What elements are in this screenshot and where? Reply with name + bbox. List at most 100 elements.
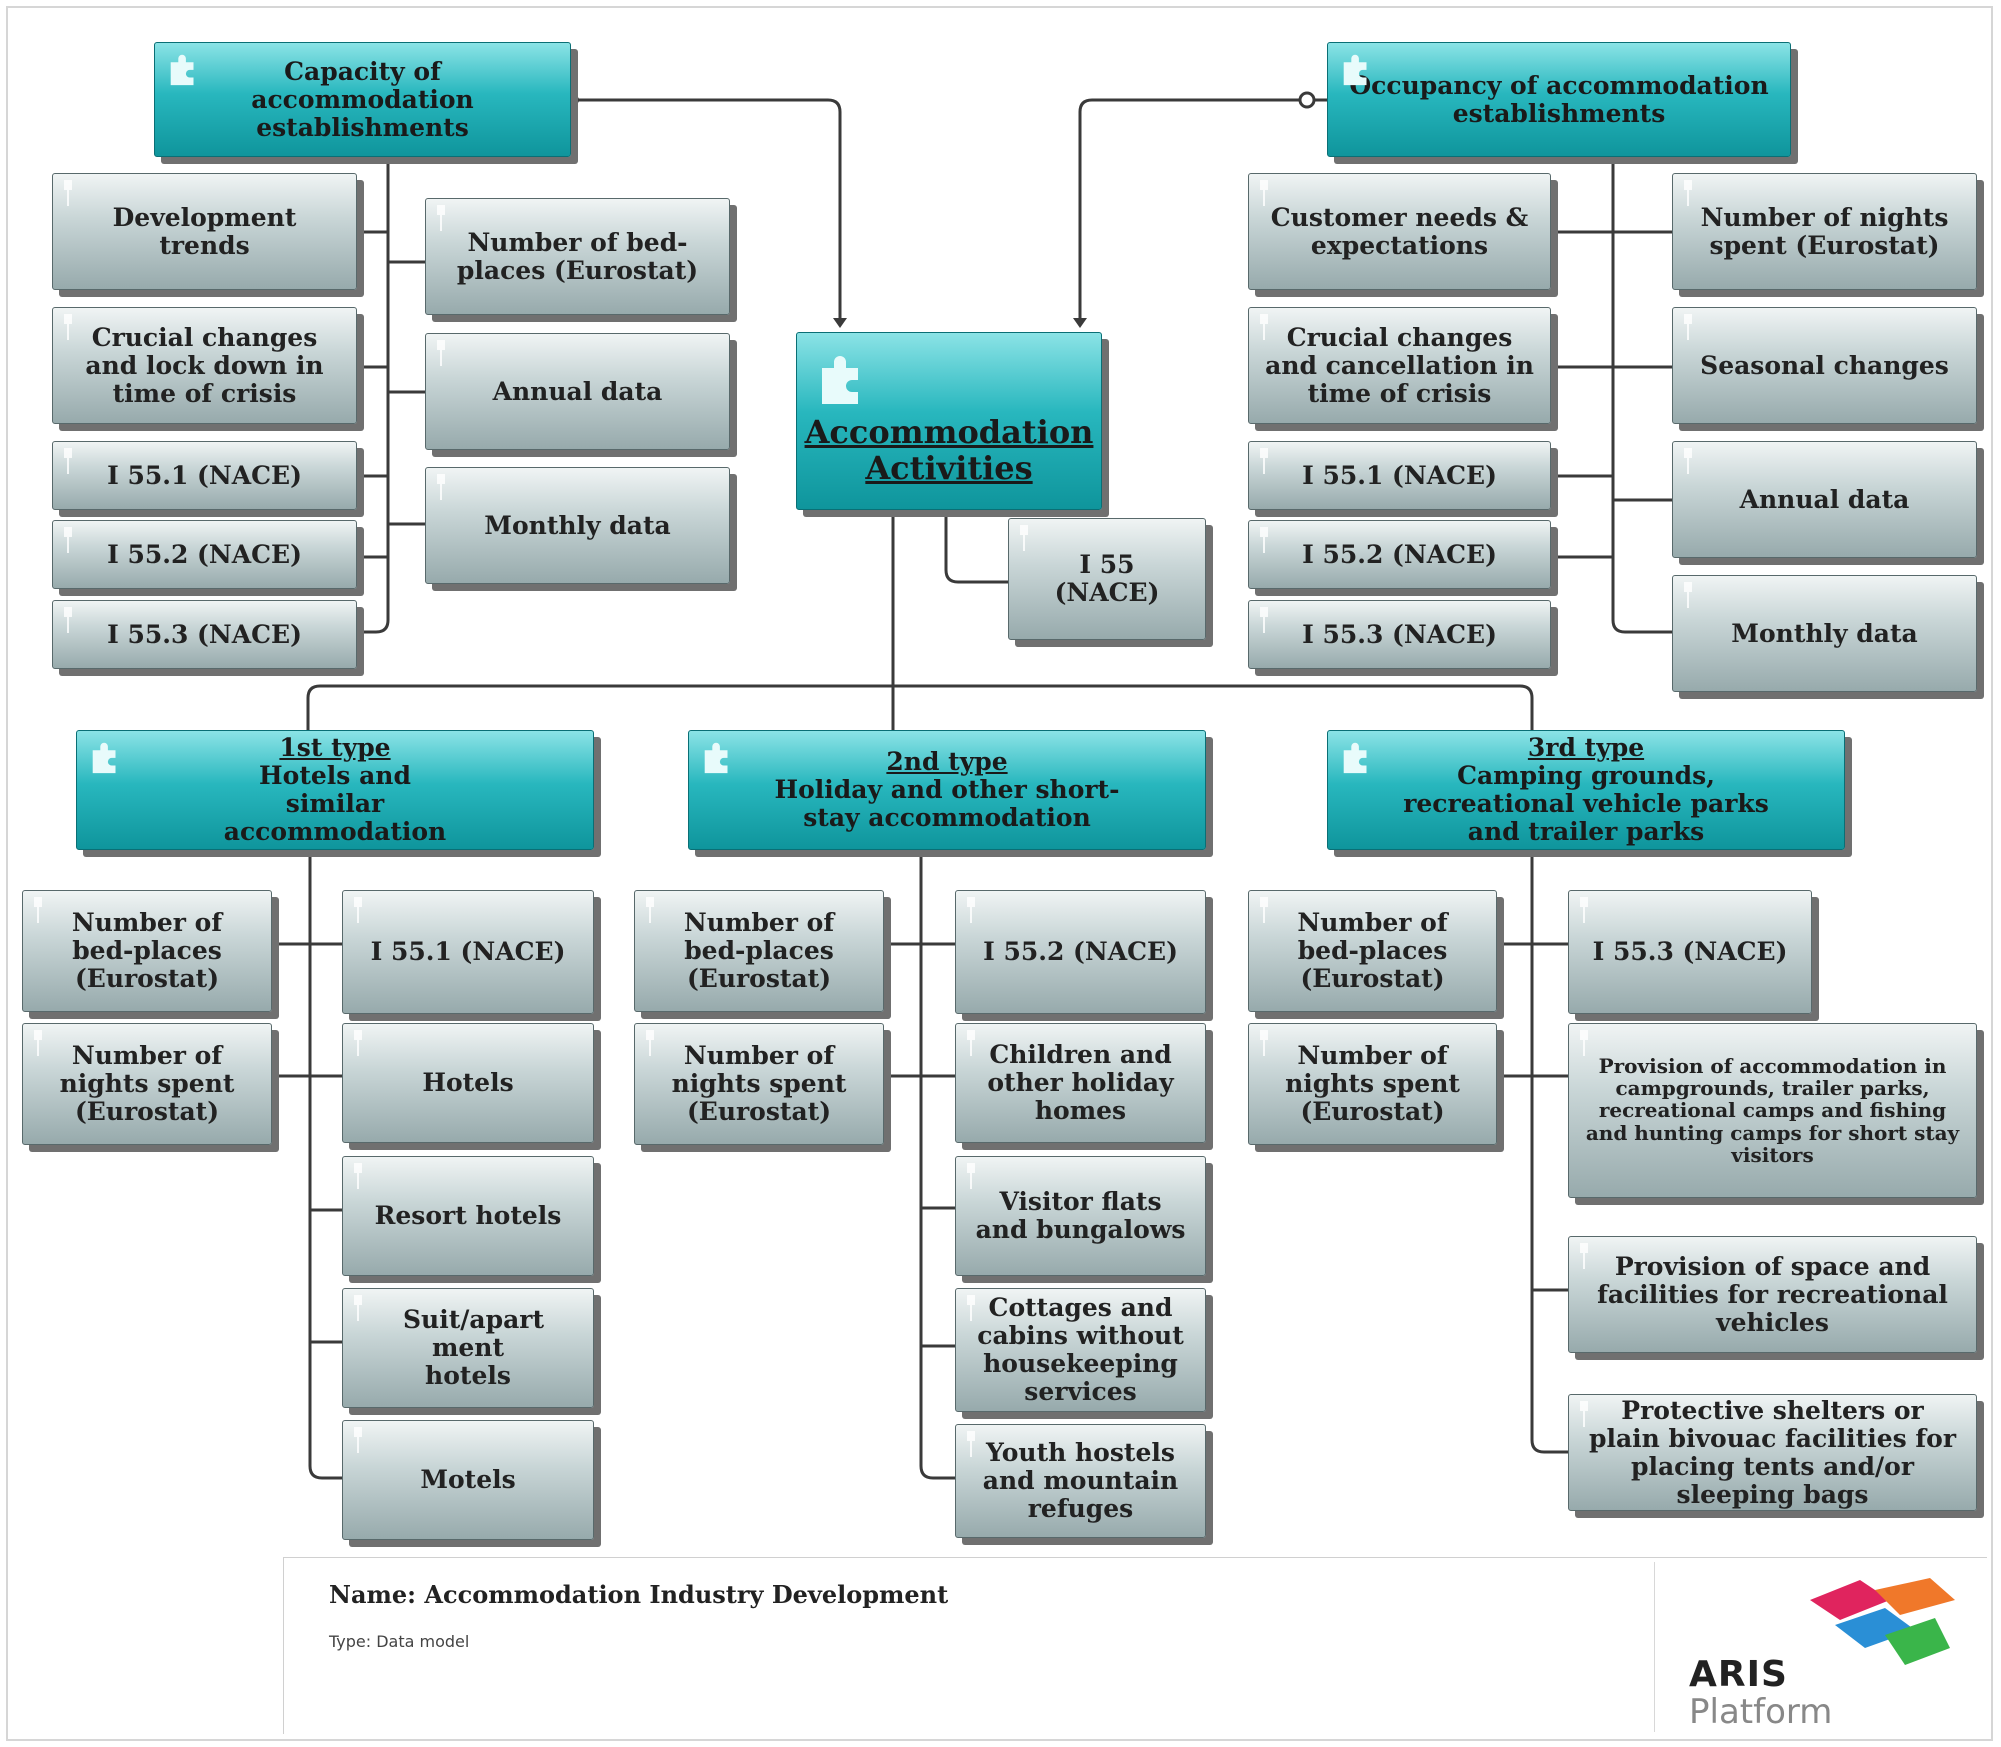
logo-text-platform: Platform — [1689, 1692, 1833, 1732]
attribute-icon — [967, 1431, 975, 1457]
attribute-box[interactable]: I 55.2 (NACE) — [955, 890, 1206, 1014]
attribute-box[interactable]: I 55.2 (NACE) — [1248, 520, 1551, 589]
attribute-icon — [1684, 314, 1692, 340]
attribute-icon — [1260, 180, 1268, 206]
entity-type1-subtitle: Hotels and similar accommodation — [223, 761, 447, 846]
attribute-box[interactable]: I 55.3 (NACE) — [52, 600, 357, 669]
attribute-box[interactable]: Number of bed-places (Eurostat) — [1248, 890, 1497, 1012]
attribute-box[interactable]: I 55.1 (NACE) — [52, 441, 357, 510]
attribute-box[interactable]: Suit/apart ment hotels — [342, 1288, 594, 1408]
attribute-icon — [1580, 1030, 1588, 1056]
connector-capacity-main — [574, 98, 842, 318]
attribute-box[interactable]: Hotels — [342, 1023, 594, 1143]
entity-type2[interactable]: 2nd type Holiday and other short-stay ac… — [688, 730, 1206, 850]
entity-occupancy[interactable]: Occupancy of accommodation establishment… — [1327, 42, 1791, 157]
attribute-icon — [1684, 180, 1692, 206]
connector-occupancy-main — [1078, 98, 1327, 318]
attribute-icon — [354, 897, 362, 923]
attribute-icon — [437, 340, 445, 366]
entity-capacity-label: Capacity of accommodation establishments — [251, 56, 474, 142]
attribute-box[interactable]: Motels — [342, 1420, 594, 1540]
puzzle-icon — [170, 54, 194, 86]
entity-capacity[interactable]: Capacity of accommodation establishments — [154, 42, 571, 157]
attribute-icon — [354, 1427, 362, 1453]
attribute-box[interactable]: Number of bed-places (Eurostat) — [425, 198, 730, 315]
entity-type3-title: 3rd type — [1527, 733, 1645, 762]
entity-main-label: Accommodation Activities — [804, 413, 1094, 488]
attribute-box[interactable]: Provision of accommodation in campground… — [1568, 1023, 1977, 1198]
attribute-box[interactable]: Monthly data — [1672, 575, 1977, 692]
entity-accommodation-activities[interactable]: Accommodation Activities — [796, 332, 1102, 510]
attribute-icon — [967, 1295, 975, 1321]
attribute-box[interactable]: Cottages and cabins without housekeeping… — [955, 1288, 1206, 1412]
attribute-box[interactable]: Customer needs & expectations — [1248, 173, 1551, 290]
aris-logo: ARIS Platform — [1654, 1562, 1985, 1732]
attribute-icon — [1580, 897, 1588, 923]
attribute-box[interactable]: I 55.3 (NACE) — [1248, 600, 1551, 669]
attribute-box[interactable]: Number of bed-places (Eurostat) — [634, 890, 884, 1012]
entity-type3[interactable]: 3rd type Camping grounds, recreational v… — [1327, 730, 1845, 850]
attribute-box[interactable]: I 55.3 (NACE) — [1568, 890, 1812, 1014]
attribute-icon — [1580, 1401, 1588, 1427]
attribute-icon — [64, 448, 72, 474]
attribute-box[interactable]: I 55 (NACE) — [1008, 518, 1206, 640]
attribute-box[interactable]: Children and other holiday homes — [955, 1023, 1206, 1143]
puzzle-icon — [92, 742, 116, 774]
attribute-icon — [967, 897, 975, 923]
attribute-box[interactable]: Number of bed-places (Eurostat) — [22, 890, 272, 1012]
entity-occupancy-label: Occupancy of accommodation establishment… — [1349, 70, 1769, 128]
attribute-box[interactable]: Annual data — [425, 333, 730, 450]
entity-type1[interactable]: 1st type Hotels and similar accommodatio… — [76, 730, 594, 850]
attribute-icon — [34, 897, 42, 923]
model-name: Name: Accommodation Industry Development — [329, 1580, 949, 1609]
aris-logo-icon — [1810, 1578, 1955, 1665]
puzzle-icon — [822, 356, 858, 404]
attribute-icon — [646, 1030, 654, 1056]
model-type: Type: Data model — [329, 1632, 470, 1651]
attribute-box[interactable]: Number of nights spent (Eurostat) — [634, 1023, 884, 1145]
attribute-icon — [64, 180, 72, 206]
attribute-icon — [437, 474, 445, 500]
entity-type2-subtitle: Holiday and other short-stay accommodati… — [774, 775, 1120, 832]
attribute-box[interactable]: Youth hostels and mountain refuges — [955, 1424, 1206, 1538]
model-info-footer: Name: Accommodation Industry Development… — [283, 1557, 1987, 1734]
attribute-icon — [646, 897, 654, 923]
attribute-box[interactable]: I 55.2 (NACE) — [52, 520, 357, 589]
entity-type3-subtitle: Camping grounds, recreational vehicle pa… — [1403, 761, 1769, 846]
attribute-icon — [1260, 607, 1268, 633]
attribute-box[interactable]: I 55.1 (NACE) — [342, 890, 594, 1014]
attribute-icon — [354, 1295, 362, 1321]
attribute-box[interactable]: Crucial changes and lock down in time of… — [52, 307, 357, 424]
diagram-frame — [6, 6, 1993, 1741]
entity-type2-title: 2nd type — [886, 747, 1008, 776]
attribute-icon — [1260, 527, 1268, 553]
attribute-box[interactable]: Visitor flats and bungalows — [955, 1156, 1206, 1276]
attribute-icon — [967, 1030, 975, 1056]
attribute-icon — [64, 314, 72, 340]
attribute-box[interactable]: Resort hotels — [342, 1156, 594, 1276]
attribute-box[interactable]: Number of nights spent (Eurostat) — [22, 1023, 272, 1145]
attribute-box[interactable]: Seasonal changes — [1672, 307, 1977, 424]
attribute-box[interactable]: Number of nights spent (Eurostat) — [1248, 1023, 1497, 1145]
occupancy-spine — [1611, 160, 1680, 634]
attribute-icon — [354, 1030, 362, 1056]
attribute-box[interactable]: Annual data — [1672, 441, 1977, 558]
attribute-box[interactable]: Number of nights spent (Eurostat) — [1672, 173, 1977, 290]
attribute-box[interactable]: Protective shelters or plain bivouac fac… — [1568, 1394, 1977, 1511]
attribute-icon — [967, 1163, 975, 1189]
attribute-icon — [64, 527, 72, 553]
attribute-box[interactable]: Crucial changes and cancellation in time… — [1248, 307, 1551, 424]
attribute-icon — [1260, 1030, 1268, 1056]
attribute-icon — [354, 1163, 362, 1189]
attribute-box[interactable]: I 55.1 (NACE) — [1248, 441, 1551, 510]
puzzle-icon — [704, 742, 728, 774]
attribute-box[interactable]: Development trends — [52, 173, 357, 290]
attribute-icon — [1684, 448, 1692, 474]
attribute-icon — [1684, 582, 1692, 608]
puzzle-icon — [1343, 742, 1367, 774]
attribute-box[interactable]: Monthly data — [425, 467, 730, 584]
attribute-box[interactable]: Provision of space and facilities for re… — [1568, 1236, 1977, 1353]
attribute-icon — [1260, 897, 1268, 923]
